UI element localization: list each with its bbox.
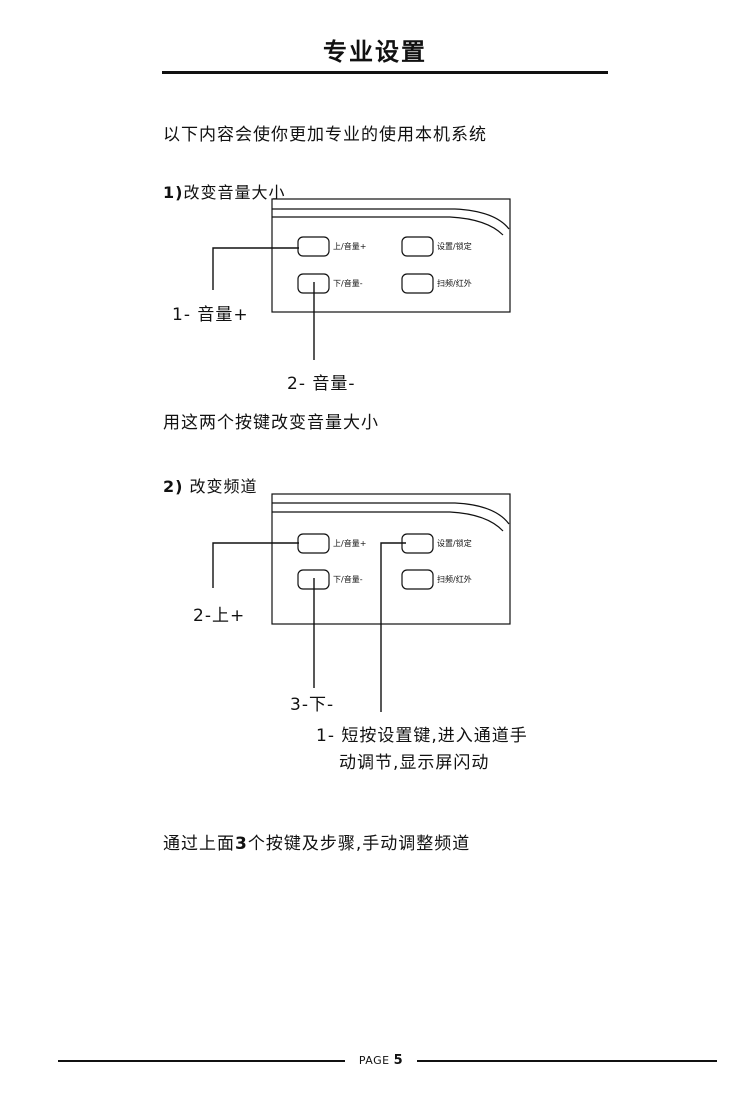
section2-number: 2) <box>163 477 184 496</box>
down-volume-label: 下/音量- <box>333 278 363 288</box>
up-channel-label: 上/音量+ <box>333 538 366 548</box>
page-number-value: 5 <box>393 1053 404 1068</box>
section2-note: 通过上面3个按键及步骤,手动调整频道 <box>163 829 470 854</box>
callout-volume-up: 1- 音量+ <box>172 305 249 325</box>
section1-heading: 1)改变音量大小 <box>163 179 285 203</box>
up-volume-button <box>297 236 330 257</box>
page-label: PAGE <box>358 1054 394 1067</box>
set-lock-label: 设置/锁定 <box>437 241 472 251</box>
section2-note-pre: 通过上面 <box>163 834 235 854</box>
section2-heading-text: 改变频道 <box>183 477 258 496</box>
callout-channel-down: 3-下- <box>290 695 335 715</box>
section2-note-post: 个按键及步骤,手动调整频道 <box>247 834 471 854</box>
panel2-curve-inner <box>272 511 504 532</box>
page-number: PAGE 5 <box>346 1053 416 1068</box>
panel-curve-inner <box>272 216 504 236</box>
panel-curve-outer <box>272 208 510 230</box>
callout-volume-down: 2- 音量- <box>287 374 356 394</box>
scan-ir-label: 扫频/红外 <box>437 278 472 288</box>
down-channel-label: 下/音量- <box>333 574 363 584</box>
set-lock-button <box>401 236 434 257</box>
remote-panel <box>271 198 511 313</box>
section2-heading: 2) 改变频道 <box>163 473 258 497</box>
set-lock-button-2 <box>401 533 434 554</box>
up-volume-label: 上/音量+ <box>333 241 366 251</box>
section1-number: 1) <box>163 183 184 202</box>
set-lock-label-2: 设置/锁定 <box>437 538 472 548</box>
scan-ir-label-2: 扫频/红外 <box>437 574 472 584</box>
section1-note: 用这两个按键改变音量大小 <box>163 413 379 433</box>
footer-rule-right <box>417 1060 717 1062</box>
remote-panel-2 <box>271 493 511 625</box>
scan-ir-button-2 <box>401 569 434 590</box>
section1-heading-text: 改变音量大小 <box>183 183 286 202</box>
leader-line-volume-up <box>212 247 299 290</box>
panel2-curve-outer <box>272 502 510 525</box>
title-underline <box>162 71 608 74</box>
callout-channel-up: 2-上+ <box>193 606 246 626</box>
footer-rule-left <box>58 1060 345 1062</box>
page-title: 专业设置 <box>323 38 427 66</box>
scan-ir-button <box>401 273 434 294</box>
section2-note-number: 3 <box>235 834 248 854</box>
intro-text: 以下内容会使你更加专业的使用本机系统 <box>163 125 487 145</box>
callout-set-line2: 动调节,显示屏闪动 <box>339 753 490 773</box>
up-channel-button <box>297 533 330 554</box>
leader-line-set <box>380 542 406 712</box>
callout-set-line1: 1- 短按设置键,进入通道手 <box>316 726 528 746</box>
leader-line-channel-up <box>212 542 299 588</box>
